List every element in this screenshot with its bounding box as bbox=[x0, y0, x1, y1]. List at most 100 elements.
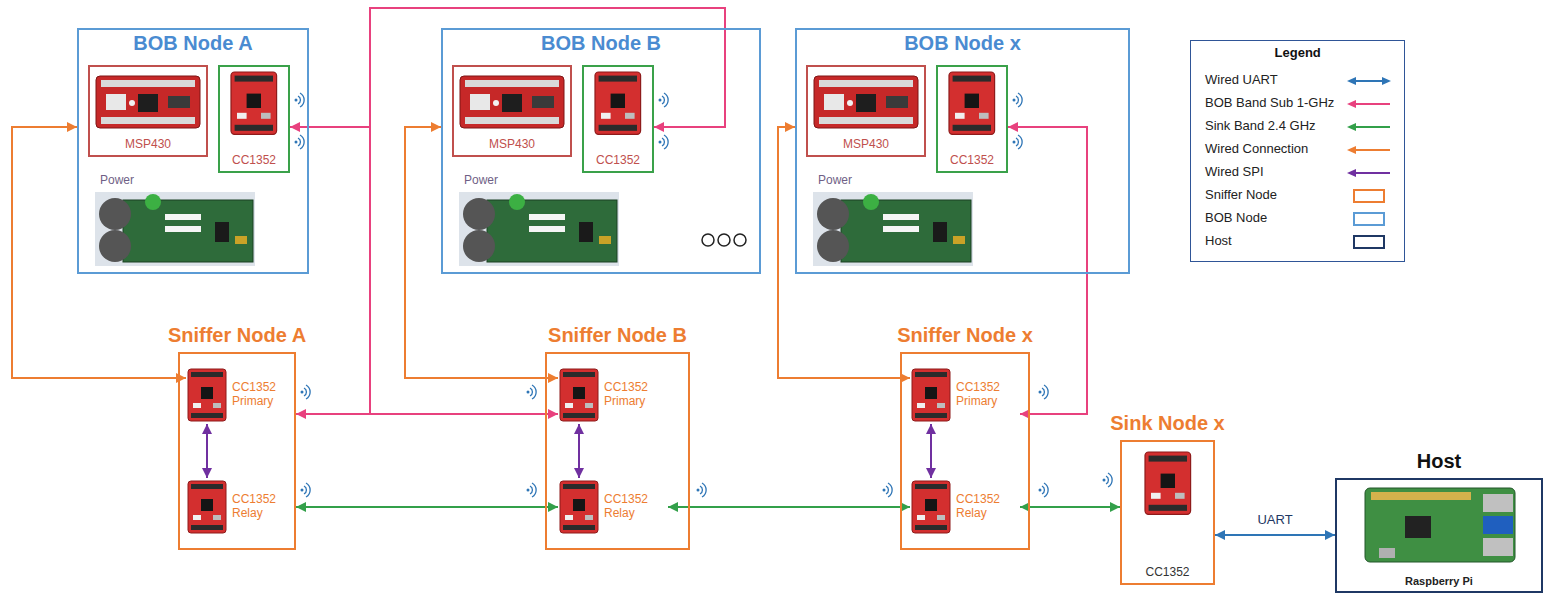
legend-row: BOB Node bbox=[1205, 207, 1392, 230]
cc1352-board bbox=[912, 481, 950, 533]
node-label: Raspberry Pi bbox=[1405, 575, 1473, 588]
legend-sample bbox=[1347, 123, 1356, 131]
legend-row: Sniffer Node bbox=[1205, 184, 1392, 207]
legend-row: BOB Band Sub 1-GHz bbox=[1205, 92, 1392, 115]
legend-sample bbox=[1354, 236, 1384, 248]
radio-board: CC1352 Primary bbox=[910, 366, 1020, 424]
node-title: Sniffer Node A bbox=[168, 324, 306, 347]
legend-text: BOB Band Sub 1-GHz bbox=[1205, 96, 1334, 111]
node-title: Sniffer Node x bbox=[897, 324, 1033, 347]
legend-sample bbox=[1346, 212, 1392, 226]
node-label: MSP430 bbox=[489, 138, 535, 152]
power-label: Power bbox=[818, 174, 852, 188]
power-label-anchor: Power bbox=[464, 174, 498, 188]
legend-sample bbox=[1352, 126, 1390, 128]
cc1352-board bbox=[188, 481, 226, 533]
legend-sample bbox=[1346, 189, 1392, 203]
bob-illustration bbox=[95, 72, 304, 266]
power-label: Power bbox=[464, 174, 498, 188]
radio-symbol bbox=[527, 483, 537, 497]
radio-board: CC1352 Relay bbox=[186, 478, 296, 536]
node-label: CC1352 bbox=[1145, 566, 1189, 580]
bob-node: BOB Node xMSP430CC1352 bbox=[795, 28, 1130, 274]
power-label-anchor: Power bbox=[818, 174, 852, 188]
legend-text: Wired SPI bbox=[1205, 165, 1264, 180]
node-label: MSP430 bbox=[125, 138, 171, 152]
ellipsis-dots bbox=[702, 234, 746, 246]
radio-symbol bbox=[1103, 473, 1113, 487]
cc1352-board bbox=[188, 369, 226, 421]
cc1352-board bbox=[560, 481, 598, 533]
legend-text: Wired UART bbox=[1205, 73, 1278, 88]
legend-sample bbox=[1352, 149, 1390, 151]
legend-sample bbox=[1346, 74, 1392, 88]
bob-illustration bbox=[459, 72, 668, 266]
cc1352-board bbox=[560, 369, 598, 421]
radio-symbol bbox=[527, 385, 537, 399]
node-label: MSP430 bbox=[843, 138, 889, 152]
edge-label: UART bbox=[1255, 513, 1294, 528]
raspberry-pi-board bbox=[1365, 488, 1515, 562]
legend-sample bbox=[1347, 100, 1356, 108]
legend-text: Sniffer Node bbox=[1205, 188, 1277, 203]
node-label: CC1352 Relay bbox=[604, 493, 666, 521]
legend-sample bbox=[1352, 103, 1390, 105]
connector bbox=[206, 424, 208, 478]
connector bbox=[668, 506, 910, 508]
radio-symbol bbox=[697, 483, 707, 497]
radio-board: CC1352 Relay bbox=[910, 478, 1020, 536]
connector bbox=[405, 127, 558, 378]
connector bbox=[290, 127, 370, 414]
connector bbox=[296, 506, 558, 508]
legend-row: Wired SPI bbox=[1205, 161, 1392, 184]
legend-sample bbox=[1347, 77, 1356, 85]
legend-text: Sink Band 2.4 GHz bbox=[1205, 119, 1316, 134]
node-title: Sink Node x bbox=[1110, 412, 1224, 435]
connector bbox=[778, 127, 910, 378]
legend-sample bbox=[1346, 97, 1392, 111]
legend-sample bbox=[1352, 80, 1386, 82]
legend-text: BOB Node bbox=[1205, 211, 1267, 226]
radio-box: CC1352 bbox=[218, 65, 290, 173]
legend-sample bbox=[1354, 190, 1384, 202]
edge-label-anchor: UART bbox=[1255, 513, 1294, 528]
legend-sample bbox=[1352, 172, 1390, 174]
connector bbox=[1215, 534, 1335, 536]
legend-sample bbox=[1347, 169, 1356, 177]
legend-title: Legend bbox=[1190, 46, 1405, 61]
node-title: BOB Node A bbox=[133, 32, 252, 55]
node-label: CC1352 Primary bbox=[604, 381, 666, 409]
radio-board: CC1352 Relay bbox=[558, 478, 668, 536]
node-label: CC1352 bbox=[596, 154, 640, 168]
legend-sample bbox=[1347, 146, 1356, 154]
power-label: Power bbox=[100, 174, 134, 188]
sink-node: Sink Node xCC1352 bbox=[1120, 440, 1215, 585]
legend-title-anchor: Legend bbox=[1190, 46, 1405, 61]
node-label: CC1352 Relay bbox=[232, 493, 294, 521]
legend-row: Wired UART bbox=[1205, 69, 1392, 92]
node-label: CC1352 bbox=[950, 154, 994, 168]
node-label: CC1352 Primary bbox=[956, 381, 1018, 409]
power-label-anchor: Power bbox=[100, 174, 134, 188]
node-title: Host bbox=[1417, 450, 1461, 473]
node-label: CC1352 Relay bbox=[956, 493, 1018, 521]
radio-symbol bbox=[1039, 385, 1049, 399]
cc1352-board bbox=[912, 369, 950, 421]
mcu-box: MSP430 bbox=[806, 65, 926, 157]
legend-sample bbox=[1382, 77, 1391, 85]
mcu-box: MSP430 bbox=[452, 65, 572, 157]
radio-symbol bbox=[1039, 483, 1049, 497]
legend-row: Host bbox=[1205, 230, 1392, 253]
mcu-box: MSP430 bbox=[88, 65, 208, 157]
connector bbox=[1008, 127, 1087, 414]
legend-row: Sink Band 2.4 GHz bbox=[1205, 115, 1392, 138]
radio-board: CC1352 Primary bbox=[558, 366, 668, 424]
bob-node: BOB Node BMSP430CC1352 bbox=[441, 28, 761, 274]
node-title: Sniffer Node B bbox=[548, 324, 687, 347]
legend-text: Wired Connection bbox=[1205, 142, 1308, 157]
legend-box: Wired UART BOB Band Sub 1-GHzSink Band 2.… bbox=[1190, 40, 1405, 262]
radio-box: CC1352 bbox=[936, 65, 1008, 173]
sniffer-node: Sniffer Node xCC1352 PrimaryCC1352 Relay bbox=[900, 352, 1030, 550]
